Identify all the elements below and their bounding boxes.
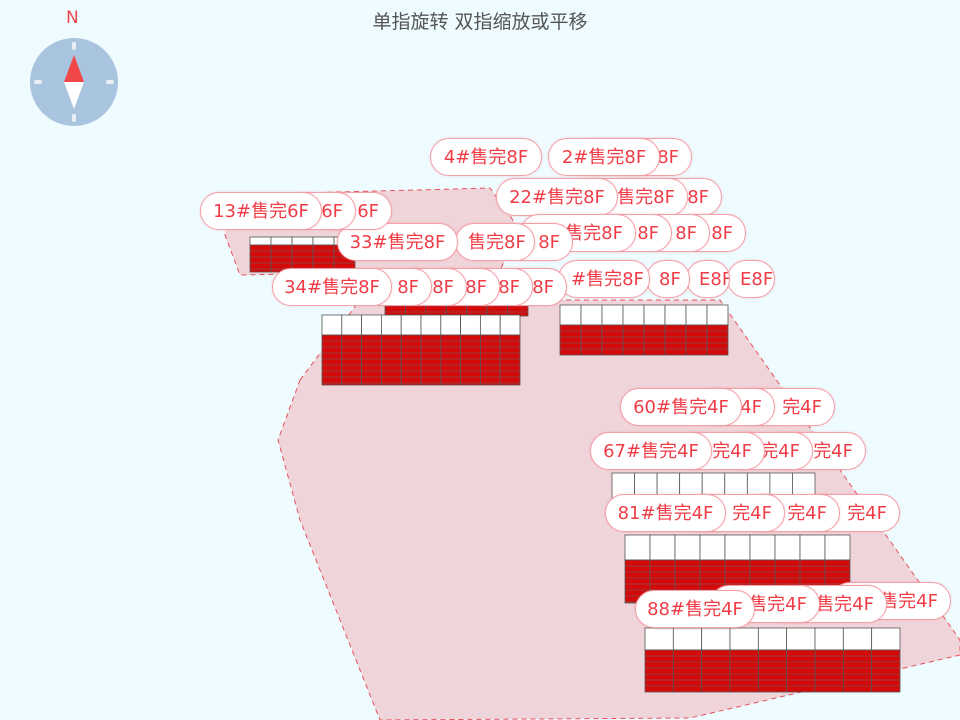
building-label[interactable]: 60#售完4F <box>620 388 742 426</box>
compass-icon[interactable] <box>30 38 118 126</box>
building-unit-sold[interactable] <box>321 334 343 386</box>
building-unit-sold[interactable] <box>664 324 687 356</box>
building-roof <box>400 314 422 336</box>
building-unit-sold[interactable] <box>701 649 731 693</box>
building-roof <box>420 314 442 336</box>
building-roof <box>499 314 521 336</box>
building-roof <box>699 534 726 561</box>
building-roof <box>622 304 645 326</box>
building-roof <box>824 534 851 561</box>
building-unit-sold[interactable] <box>499 334 521 386</box>
building-roof <box>361 314 382 336</box>
building-unit-sold[interactable] <box>622 324 645 356</box>
building-unit-sold[interactable] <box>249 244 272 273</box>
building-roof <box>312 236 335 246</box>
building-unit-sold[interactable] <box>559 324 582 356</box>
building-roof <box>701 627 731 651</box>
building-unit-sold[interactable] <box>871 649 901 693</box>
building-unit-sold[interactable] <box>420 334 442 386</box>
building-label[interactable]: E8F <box>727 260 775 298</box>
building-roof <box>291 236 314 246</box>
building-label[interactable]: 13#售完6F <box>200 192 322 230</box>
building-roof <box>649 534 676 561</box>
building-unit-sold[interactable] <box>643 324 666 356</box>
building-roof <box>460 314 481 336</box>
building-label[interactable]: 8F <box>646 260 690 298</box>
gesture-hint: 单指旋转 双指缩放或平移 <box>372 11 588 33</box>
building-roof <box>799 534 826 561</box>
building-roof <box>842 627 873 651</box>
building-roof <box>724 534 751 561</box>
building-roof <box>749 534 776 561</box>
building-unit-sold[interactable] <box>706 324 729 356</box>
buildings-layer <box>249 236 901 693</box>
building-label[interactable]: 88#售完4F <box>635 590 755 628</box>
building-unit-sold[interactable] <box>685 324 708 356</box>
building-roof <box>341 314 362 336</box>
building-roof <box>559 304 582 326</box>
building-roof <box>580 304 603 326</box>
building-roof <box>249 236 272 246</box>
building-roof <box>321 314 343 336</box>
building-roof <box>674 534 701 561</box>
building-roof <box>644 627 674 651</box>
building-roof <box>871 627 901 651</box>
building-unit-sold[interactable] <box>757 649 788 693</box>
building-roof <box>814 627 844 651</box>
building-roof <box>685 304 708 326</box>
building-roof <box>270 236 293 246</box>
building-roof <box>672 627 703 651</box>
building-unit-sold[interactable] <box>786 649 816 693</box>
north-label: N <box>66 8 79 28</box>
building-unit-sold[interactable] <box>729 649 759 693</box>
building-label[interactable]: 81#售完4F <box>605 494 726 532</box>
building-roof <box>440 314 461 336</box>
building-unit-sold[interactable] <box>361 334 382 386</box>
building-roof <box>757 627 788 651</box>
building-unit-sold[interactable] <box>601 324 624 356</box>
building-roof <box>706 304 729 326</box>
building-unit-sold[interactable] <box>341 334 362 386</box>
building-unit-sold[interactable] <box>644 649 674 693</box>
building-unit-sold[interactable] <box>440 334 461 386</box>
building-label[interactable]: E8F <box>686 260 730 298</box>
building-roof <box>786 627 816 651</box>
building-label[interactable]: 22#售完8F <box>496 178 618 216</box>
building-roof <box>664 304 687 326</box>
building-unit-sold[interactable] <box>380 334 402 386</box>
building-unit-sold[interactable] <box>672 649 703 693</box>
building-unit-sold[interactable] <box>842 649 873 693</box>
building-unit-sold[interactable] <box>479 334 501 386</box>
building-label[interactable]: 4#售完8F <box>430 138 542 176</box>
building-label[interactable]: 售完8F <box>455 223 535 261</box>
building-unit-sold[interactable] <box>814 649 844 693</box>
building-label[interactable]: 67#售完4F <box>590 432 712 470</box>
building-roof <box>479 314 501 336</box>
building-label[interactable]: #售完8F <box>558 260 650 298</box>
building-unit-sold[interactable] <box>400 334 422 386</box>
building-roof <box>774 534 801 561</box>
building-unit-sold[interactable] <box>580 324 603 356</box>
building-roof <box>643 304 666 326</box>
building-roof <box>380 314 402 336</box>
building-unit-sold[interactable] <box>460 334 481 386</box>
building-roof <box>624 534 651 561</box>
building-roof <box>601 304 624 326</box>
building-label[interactable]: 2#售完8F <box>548 138 660 176</box>
building-roof <box>729 627 759 651</box>
building-label[interactable]: 34#售完8F <box>272 268 392 306</box>
